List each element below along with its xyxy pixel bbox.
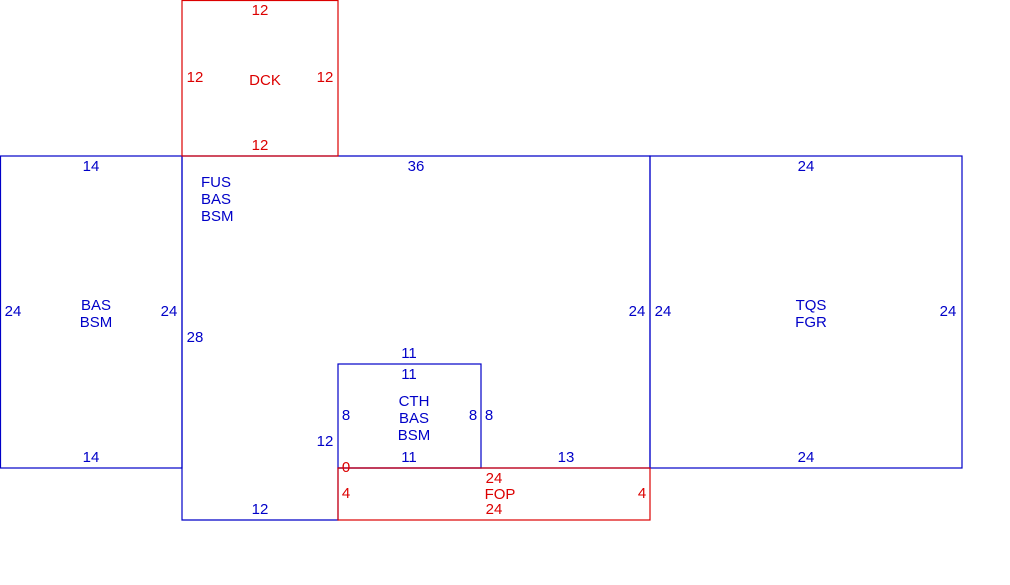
main-dim-left: 28 xyxy=(187,329,204,346)
right-wing-dim-top: 24 xyxy=(798,158,815,175)
main-dim-inner-bottom: 13 xyxy=(558,449,575,466)
fop-outline xyxy=(337,467,651,521)
left-wing-dim-top: 14 xyxy=(83,158,100,175)
main-code: FUS xyxy=(201,174,231,191)
right-wing-code: TQS xyxy=(796,297,827,314)
cth-dim-right: 8 xyxy=(469,407,477,424)
cth-code: BAS xyxy=(399,410,429,427)
left-wing-dim-left: 24 xyxy=(5,303,22,320)
right-wing-area[interactable]: 24 24 24 24 TQS FGR xyxy=(649,155,963,469)
cth-area[interactable]: 11 11 8 8 8 11 CTH BAS BSM xyxy=(337,345,493,469)
main-dim-right: 24 xyxy=(629,303,646,320)
main-code: BAS xyxy=(201,191,231,208)
dck-dim-right: 12 xyxy=(317,69,334,86)
dck-area[interactable]: 12 12 12 12 DCK xyxy=(181,0,339,157)
left-wing-dim-right: 24 xyxy=(161,303,178,320)
main-dim-bottom: 12 xyxy=(252,501,269,518)
fop-area[interactable]: 24 4 4 24 FOP 0 xyxy=(337,459,651,521)
cth-dim-top: 11 xyxy=(401,366,417,383)
right-wing-code: FGR xyxy=(795,314,827,331)
fop-code: FOP xyxy=(485,486,516,503)
main-area[interactable]: 36 28 24 12 12 13 FUS BAS BSM xyxy=(181,155,651,521)
right-wing-outline xyxy=(649,155,963,469)
dck-dim-top: 12 xyxy=(252,2,269,19)
right-wing-dim-right: 24 xyxy=(940,303,957,320)
fop-dim-corner: 0 xyxy=(342,459,350,476)
right-wing-dim-left: 24 xyxy=(655,303,672,320)
fop-dim-top: 24 xyxy=(486,470,503,487)
left-wing-code: BSM xyxy=(80,314,113,331)
fop-dim-left: 4 xyxy=(342,485,350,502)
dck-dim-left: 12 xyxy=(187,69,204,86)
main-dim-top: 36 xyxy=(408,158,425,175)
right-wing-dim-bottom: 24 xyxy=(798,449,815,466)
cth-dim-top-outside: 11 xyxy=(401,345,417,362)
cth-code: BSM xyxy=(398,427,431,444)
main-dim-inner-left: 12 xyxy=(317,433,334,450)
left-wing-dim-bottom: 14 xyxy=(83,449,100,466)
dck-dim-bottom: 12 xyxy=(252,137,269,154)
left-wing-area[interactable]: 14 24 24 14 BAS BSM xyxy=(0,155,183,469)
fop-dim-bottom: 24 xyxy=(486,501,503,518)
cth-dim-right-outside: 8 xyxy=(485,407,493,424)
dck-outline xyxy=(181,0,339,157)
fop-dim-right: 4 xyxy=(638,485,646,502)
dck-code: DCK xyxy=(249,72,281,89)
cth-code: CTH xyxy=(399,393,430,410)
left-wing-code: BAS xyxy=(81,297,111,314)
main-code: BSM xyxy=(201,208,234,225)
cth-dim-bottom: 11 xyxy=(401,449,417,466)
cth-dim-left: 8 xyxy=(342,407,350,424)
